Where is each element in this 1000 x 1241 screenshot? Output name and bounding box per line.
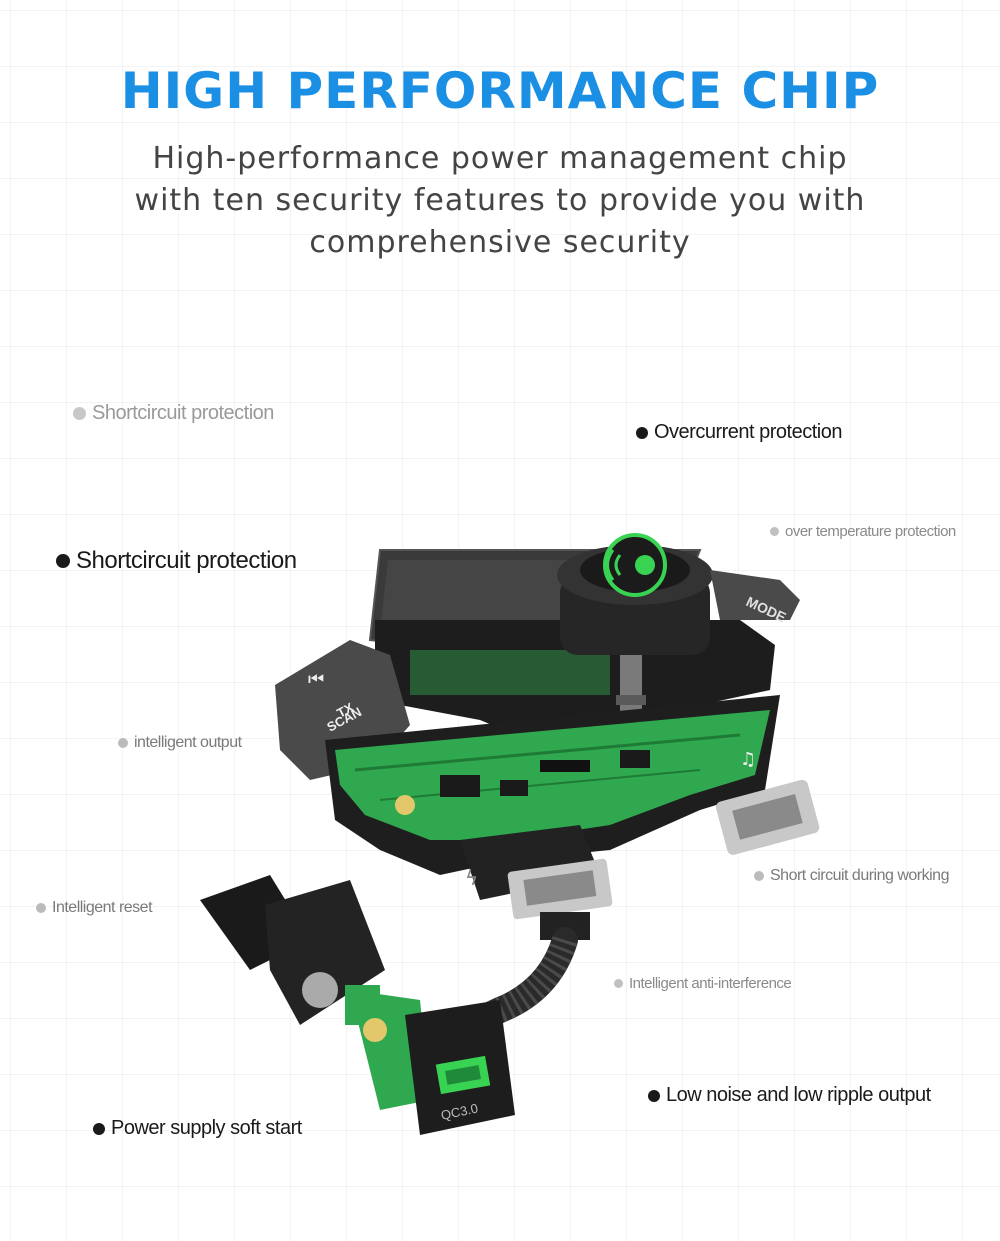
feature-anti-interference: Intelligent anti-interference	[614, 975, 792, 992]
feature-low-noise: Low noise and low ripple output	[648, 1084, 931, 1107]
bullet-dot	[636, 426, 648, 439]
feature-label: intelligent output	[134, 734, 242, 751]
feature-label: Short circuit during working	[770, 867, 949, 884]
subtitle-line-2: with ten security features to provide yo…	[134, 183, 866, 218]
music-icon: ♫	[740, 749, 756, 770]
feature-short-circuit-working: Short circuit during working	[754, 867, 949, 885]
feature-intelligent-reset: Intelligent reset	[36, 899, 153, 917]
bullet-dot	[93, 1122, 105, 1135]
feature-soft-start: Power supply soft start	[93, 1117, 302, 1140]
feature-label: Intelligent reset	[52, 899, 153, 916]
feature-label: Intelligent anti-interference	[629, 975, 792, 992]
subtitle-line-3: comprehensive security	[309, 225, 691, 260]
bullet-dot	[36, 903, 46, 913]
feature-over-temperature: over temperature protection	[770, 523, 956, 540]
feature-label: Low noise and low ripple output	[666, 1084, 931, 1106]
feature-shortcircuit-faded: Shortcircuit protection	[73, 402, 274, 425]
bullet-dot	[648, 1089, 660, 1102]
bullet-dot	[754, 871, 764, 881]
bullet-dot	[56, 554, 70, 568]
bullet-dot	[770, 527, 779, 536]
feature-label: Shortcircuit protection	[76, 547, 297, 574]
bullet-dot	[118, 738, 128, 748]
subtitle-line-1: High-performance power management chip	[152, 141, 848, 176]
tx-label: TX	[334, 699, 356, 720]
bullet-dot	[614, 979, 623, 988]
prev-icon: ⏮	[308, 669, 324, 690]
feature-label: over temperature protection	[785, 523, 956, 540]
mode-button	[710, 570, 800, 620]
feature-shortcircuit: Shortcircuit protection	[56, 547, 297, 575]
feature-label: Power supply soft start	[111, 1117, 302, 1139]
page-subtitle: High-performance power management chip w…	[100, 138, 900, 264]
bullet-dot	[73, 407, 86, 420]
feature-intelligent-output: intelligent output	[118, 734, 242, 752]
feature-label: Shortcircuit protection	[92, 402, 274, 424]
feature-overcurrent: Overcurrent protection	[636, 421, 842, 444]
page-title: HIGH PERFORMANCE CHIP	[120, 62, 880, 120]
feature-label: Overcurrent protection	[654, 421, 842, 443]
charge-bolt-icon: ϟ	[465, 866, 478, 890]
product-illustration: MODE ⏮ TX SCAN ♫ ϟ QC3.0	[200, 533, 820, 1135]
